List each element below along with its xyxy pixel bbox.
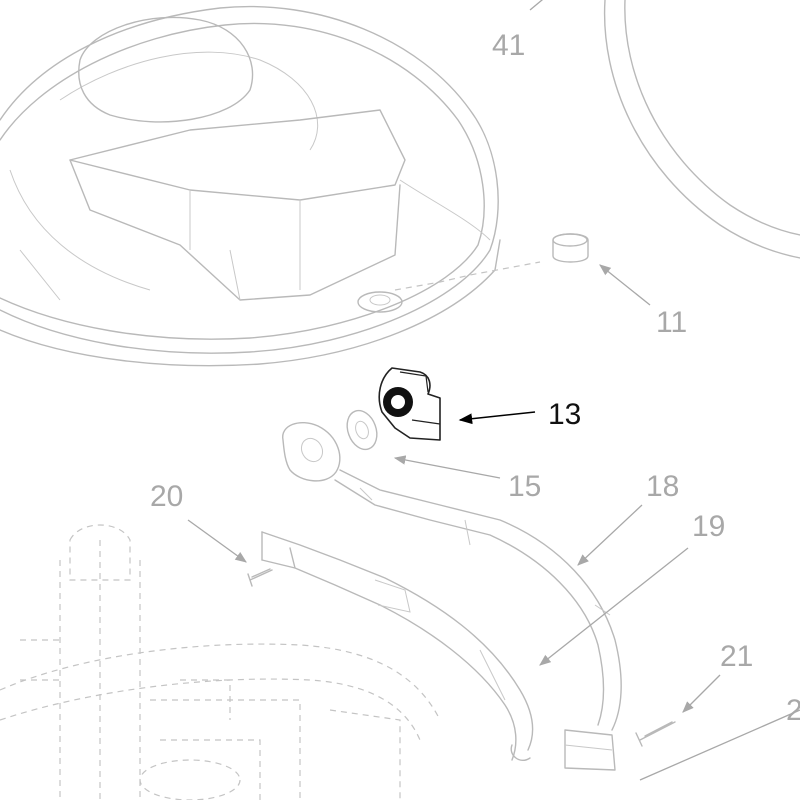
callout-18: 18: [646, 470, 679, 503]
side-housing: [603, 0, 800, 259]
callout-15: 15: [508, 470, 541, 503]
base-assembly: [0, 524, 441, 800]
clip-part-13: [378, 367, 441, 441]
screw-part-20: [247, 568, 273, 587]
callout-21: 21: [720, 640, 753, 673]
upper-housing: [0, 5, 541, 367]
callout-20: 20: [150, 480, 183, 513]
cable-part-18: [282, 422, 622, 771]
callout-41: 41: [492, 29, 525, 62]
callout-11: 11: [656, 306, 687, 339]
leader-lines: [187, 0, 800, 781]
callout-2x: 2: [786, 694, 800, 727]
cap-part-11: [552, 233, 589, 263]
callout-13: 13: [548, 398, 581, 431]
strap-part-19: [261, 531, 534, 762]
screw-part-21: [635, 721, 676, 747]
callout-19: 19: [692, 510, 725, 543]
washer: [346, 409, 378, 451]
